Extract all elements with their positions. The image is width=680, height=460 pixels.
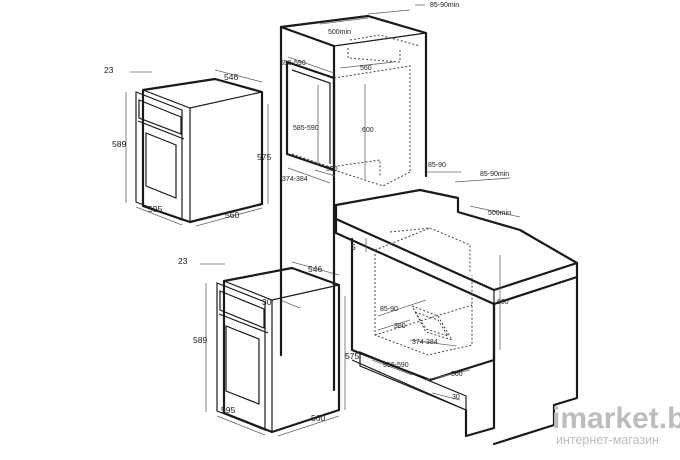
oven-bottom-width-595: 595 [221, 405, 235, 415]
oven-top-body [141, 77, 264, 224]
watermark-subtitle: интернет-магазин [556, 433, 659, 447]
base-vent-380: 380 [394, 323, 406, 330]
column-vent-85-90min: 85-90min [430, 2, 459, 9]
oven-top-front [135, 91, 183, 221]
tall-column: 500min 85-90min 556-590 560 585-590 600 … [279, 2, 459, 392]
oven-top-height-575: 575 [257, 152, 271, 162]
base-cabinet: 85-90 85-90min 500min 5 600 85-90 380 37… [334, 162, 579, 446]
column-height-585-590: 585-590 [293, 125, 319, 132]
base-vent-374-384: 374-384 [412, 339, 438, 346]
oven-top-depth-23: 23 [104, 65, 114, 75]
column-niche-opening [285, 60, 336, 172]
oven-bottom: 23 546 30 589 575 595 560 [178, 256, 359, 437]
watermark: imarket.by интернет-магазин [552, 402, 680, 447]
column-height-600: 600 [362, 127, 374, 134]
column-vent-374-384: 374-384 [282, 176, 308, 183]
base-gap-5: 5 [351, 242, 356, 252]
oven-bottom-width-560: 560 [311, 413, 325, 423]
oven-top: 23 546 589 575 595 560 [104, 65, 271, 227]
oven-bottom-front [216, 282, 266, 431]
base-vent-85-90min: 85-90min [480, 171, 509, 178]
column-depth-560: 560 [360, 65, 372, 72]
column-depth-500min: 500min [328, 29, 351, 36]
countertop [334, 188, 579, 292]
oven-bottom-depth-23: 23 [178, 256, 188, 266]
base-width-556-590: 556-590 [383, 362, 409, 369]
oven-top-height-589: 589 [112, 139, 126, 149]
base-vent-85-90: 85-90 [428, 162, 446, 169]
base-depth-500min: 500min [488, 210, 511, 217]
oven-bottom-body [222, 266, 341, 434]
base-depth-560: 560 [451, 371, 463, 378]
oven-bottom-height-575: 575 [345, 351, 359, 361]
base-inner-85-90: 85-90 [380, 306, 398, 313]
plinth-vent [359, 351, 467, 411]
base-plinth-30: 30 [452, 394, 460, 401]
oven-bottom-height-589: 589 [193, 335, 207, 345]
watermark-brand: imarket.by [552, 402, 680, 435]
column-vent-380: 380 [326, 166, 338, 173]
oven-bottom-depth-546: 546 [308, 264, 322, 274]
column-width-556-590: 556-590 [280, 60, 306, 67]
oven-top-width-560: 560 [225, 210, 239, 220]
oven-bottom-gap-30: 30 [262, 297, 272, 307]
oven-top-width-595: 595 [148, 204, 162, 214]
oven-top-depth-546: 546 [224, 72, 238, 82]
base-height-600: 600 [497, 299, 509, 306]
